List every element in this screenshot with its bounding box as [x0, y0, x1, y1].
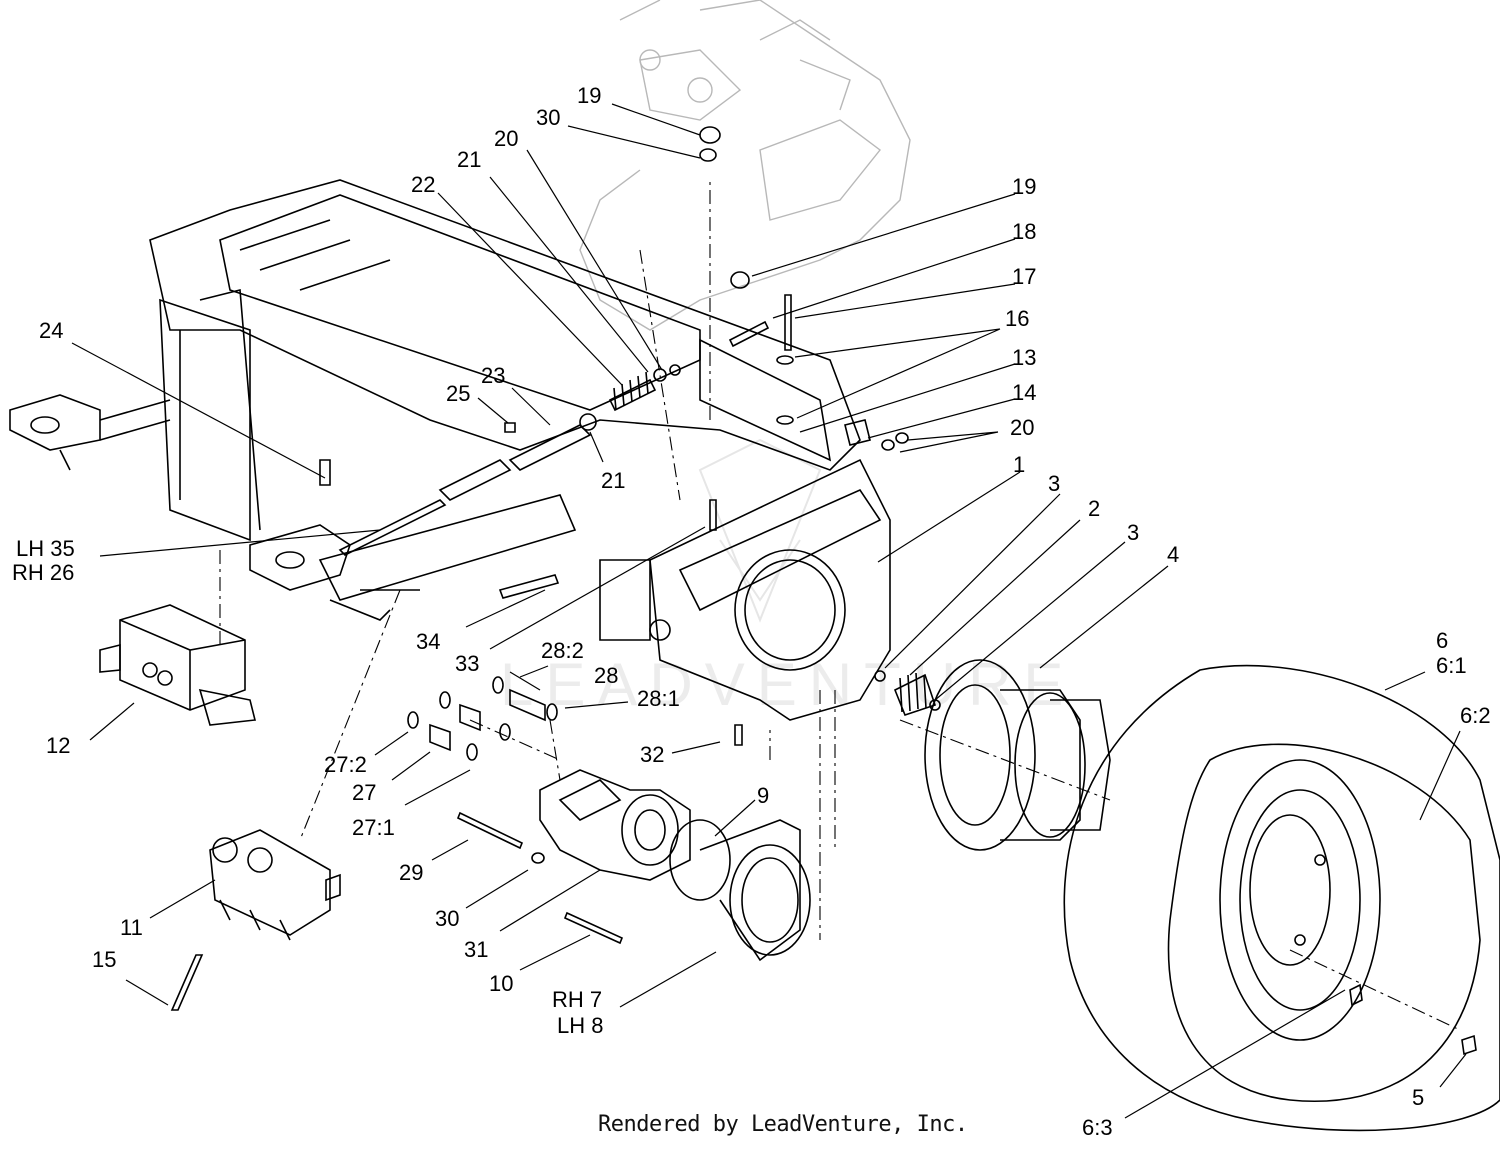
callout-27-1[interactable]: 27:1	[352, 815, 395, 840]
callout-4[interactable]: 4	[1167, 542, 1179, 567]
callout-11[interactable]: 11	[120, 915, 143, 940]
watermark-logo	[698, 438, 822, 623]
callout-27[interactable]: 27	[352, 780, 376, 805]
callout-rh7[interactable]: RH 7	[552, 987, 602, 1012]
callout-lh8[interactable]: LH 8	[557, 1013, 603, 1038]
callout-18[interactable]: 18	[1012, 219, 1036, 244]
hub-assembly	[874, 659, 1111, 851]
valve-block-11	[170, 829, 341, 1011]
callout-15[interactable]: 15	[92, 947, 116, 972]
callout-19-right[interactable]: 19	[1012, 174, 1036, 199]
callout-6-3[interactable]: 6:3	[1082, 1115, 1113, 1140]
callout-19-top[interactable]: 19	[577, 83, 601, 108]
callout-28-1[interactable]: 28:1	[637, 686, 680, 711]
callout-rh26[interactable]: RH 26	[12, 560, 74, 585]
render-credit: Rendered by LeadVenture, Inc.	[598, 1112, 968, 1137]
callout-14[interactable]: 14	[1012, 380, 1036, 405]
callout-28-2[interactable]: 28:2	[541, 638, 584, 663]
main-frame	[9, 179, 891, 721]
spring-assembly	[319, 364, 681, 556]
callout-25[interactable]: 25	[446, 381, 470, 406]
callout-30-lower[interactable]: 30	[435, 906, 459, 931]
callout-5[interactable]: 5	[1412, 1085, 1424, 1110]
callout-22[interactable]: 22	[411, 172, 435, 197]
callout-labels: 19 30 20 21 22 19 18 17 16 13 14 20 1 3 …	[12, 83, 1491, 1140]
leader-lines	[71, 103, 1467, 1119]
callout-30-top[interactable]: 30	[536, 105, 560, 130]
alignment-lines	[219, 180, 1461, 1031]
fittings	[407, 676, 558, 761]
valve-block-12	[99, 604, 256, 726]
callout-28[interactable]: 28	[594, 663, 618, 688]
callout-13[interactable]: 13	[1012, 345, 1036, 370]
motor-assembly	[456, 769, 811, 962]
callout-20-right[interactable]: 20	[1010, 415, 1034, 440]
callout-1[interactable]: 1	[1013, 452, 1025, 477]
ghost-frame	[579, 0, 911, 331]
callout-27-2[interactable]: 27:2	[324, 752, 367, 777]
callout-24[interactable]: 24	[39, 318, 63, 343]
hardware-right	[498, 126, 909, 746]
callout-34[interactable]: 34	[416, 629, 440, 654]
callout-23[interactable]: 23	[481, 363, 505, 388]
callout-16[interactable]: 16	[1005, 306, 1029, 331]
callout-2[interactable]: 2	[1088, 496, 1100, 521]
callout-12[interactable]: 12	[46, 733, 70, 758]
callout-9[interactable]: 9	[757, 783, 769, 808]
callout-17[interactable]: 17	[1012, 264, 1036, 289]
callout-3-upper[interactable]: 3	[1048, 471, 1060, 496]
callout-6-2[interactable]: 6:2	[1460, 703, 1491, 728]
callout-21-lower[interactable]: 21	[601, 468, 625, 493]
callout-6[interactable]: 6	[1436, 628, 1448, 653]
callout-6-1[interactable]: 6:1	[1436, 653, 1467, 678]
wheel-assembly	[1063, 664, 1500, 1132]
callout-29[interactable]: 29	[399, 860, 423, 885]
callout-32[interactable]: 32	[640, 742, 664, 767]
callout-31[interactable]: 31	[464, 937, 488, 962]
callout-lh35[interactable]: LH 35	[16, 536, 75, 561]
callout-10[interactable]: 10	[489, 971, 513, 996]
callout-33[interactable]: 33	[455, 651, 479, 676]
callout-20-top[interactable]: 20	[494, 126, 518, 151]
callout-3-lower[interactable]: 3	[1127, 520, 1139, 545]
callout-21-top[interactable]: 21	[457, 147, 481, 172]
